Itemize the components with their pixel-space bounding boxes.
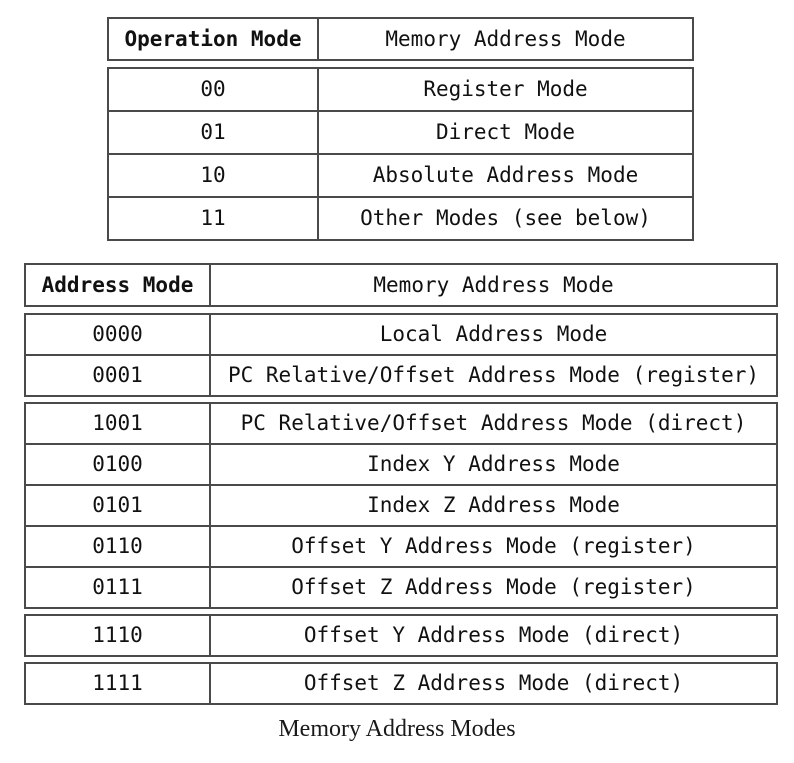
code-cell: 1001 <box>26 404 211 443</box>
address-table-header-row: Address Mode Memory Address Mode <box>24 263 778 307</box>
mode-cell: Register Mode <box>423 77 588 101</box>
mode-cell: Absolute Address Mode <box>372 163 639 187</box>
code-cell: 11 <box>109 198 319 239</box>
mode-cell: Offset Z Address Mode (direct) <box>303 671 684 695</box>
table-row: 0110 Offset Y Address Mode (register) <box>26 525 776 566</box>
code-cell: 1111 <box>26 664 211 703</box>
address-table-header-memory-address-mode: Memory Address Mode <box>373 272 614 297</box>
table-row: 0001 PC Relative/Offset Address Mode (reg… <box>26 354 776 395</box>
table-row-group: 0000 Local Address Mode 0001 PC Relative/Of… <box>24 313 778 397</box>
address-mode-table: Address Mode Memory Address Mode 0000 Loc… <box>24 263 778 705</box>
table-row: 0101 Index Z Address Mode <box>26 484 776 525</box>
code-cell: 00 <box>109 69 319 110</box>
mode-cell: Index Z Address Mode <box>367 493 620 517</box>
mode-cell: Other Modes (see below) <box>360 206 651 230</box>
code-cell: 0101 <box>26 486 211 525</box>
table-row: Address Mode Memory Address Mode <box>26 265 776 305</box>
table-caption: Memory Address Modes <box>278 716 516 742</box>
code-cell: 0000 <box>26 315 211 354</box>
table-row: 00 Register Mode <box>109 69 692 110</box>
table-row: 1001 PC Relative/Offset Address Mode (dir… <box>26 404 776 443</box>
table-row: 11 Other Modes (see below) <box>109 196 692 239</box>
code-cell: 0110 <box>26 527 211 566</box>
table-row: 0000 Local Address Mode <box>26 315 776 354</box>
address-table-header-address-mode: Address Mode <box>26 265 211 305</box>
table-row: 0100 Index Y Address Mode <box>26 443 776 484</box>
operation-table-header-row: Operation Mode Memory Address Mode <box>107 17 694 61</box>
mode-cell: PC Relative/Offset Address Mode (registe… <box>227 363 759 387</box>
code-cell: 0100 <box>26 445 211 484</box>
mode-cell: Offset Z Address Mode (register) <box>291 575 696 599</box>
table-row: Operation Mode Memory Address Mode <box>109 19 692 59</box>
table-row-group: 1001 PC Relative/Offset Address Mode (dir… <box>24 402 778 609</box>
table-row: 1110 Offset Y Address Mode (direct) <box>26 616 776 655</box>
table-row-group: 1110 Offset Y Address Mode (direct) <box>24 614 778 657</box>
mode-cell: Index Y Address Mode <box>367 452 620 476</box>
operation-table-header-operation-mode: Operation Mode <box>109 19 319 59</box>
table-row: 1111 Offset Z Address Mode (direct) <box>26 664 776 703</box>
code-cell: 0001 <box>26 356 211 395</box>
table-row: 0111 Offset Z Address Mode (register) <box>26 566 776 607</box>
operation-table-header-memory-address-mode: Memory Address Mode <box>385 26 626 51</box>
operation-table-body: 00 Register Mode 01 Direct Mode 10 Absolute A… <box>107 67 694 241</box>
code-cell: 1110 <box>26 616 211 655</box>
table-row: 10 Absolute Address Mode <box>109 153 692 196</box>
mode-cell: Offset Y Address Mode (register) <box>291 534 696 558</box>
mode-cell: Local Address Mode <box>379 322 608 346</box>
code-cell: 10 <box>109 155 319 196</box>
address-table-body: 0000 Local Address Mode 0001 PC Relative/Of… <box>24 313 778 705</box>
mode-cell: Offset Y Address Mode (direct) <box>303 623 684 647</box>
table-row-group: 1111 Offset Z Address Mode (direct) <box>24 662 778 705</box>
mode-cell: Direct Mode <box>435 120 576 144</box>
mode-cell: PC Relative/Offset Address Mode (direct) <box>240 411 747 435</box>
table-row: 01 Direct Mode <box>109 110 692 153</box>
code-cell: 01 <box>109 112 319 153</box>
operation-mode-table: Operation Mode Memory Address Mode 00 Reg… <box>107 17 694 241</box>
table-row-group: 00 Register Mode 01 Direct Mode 10 Absolute A… <box>107 67 694 241</box>
code-cell: 0111 <box>26 568 211 607</box>
